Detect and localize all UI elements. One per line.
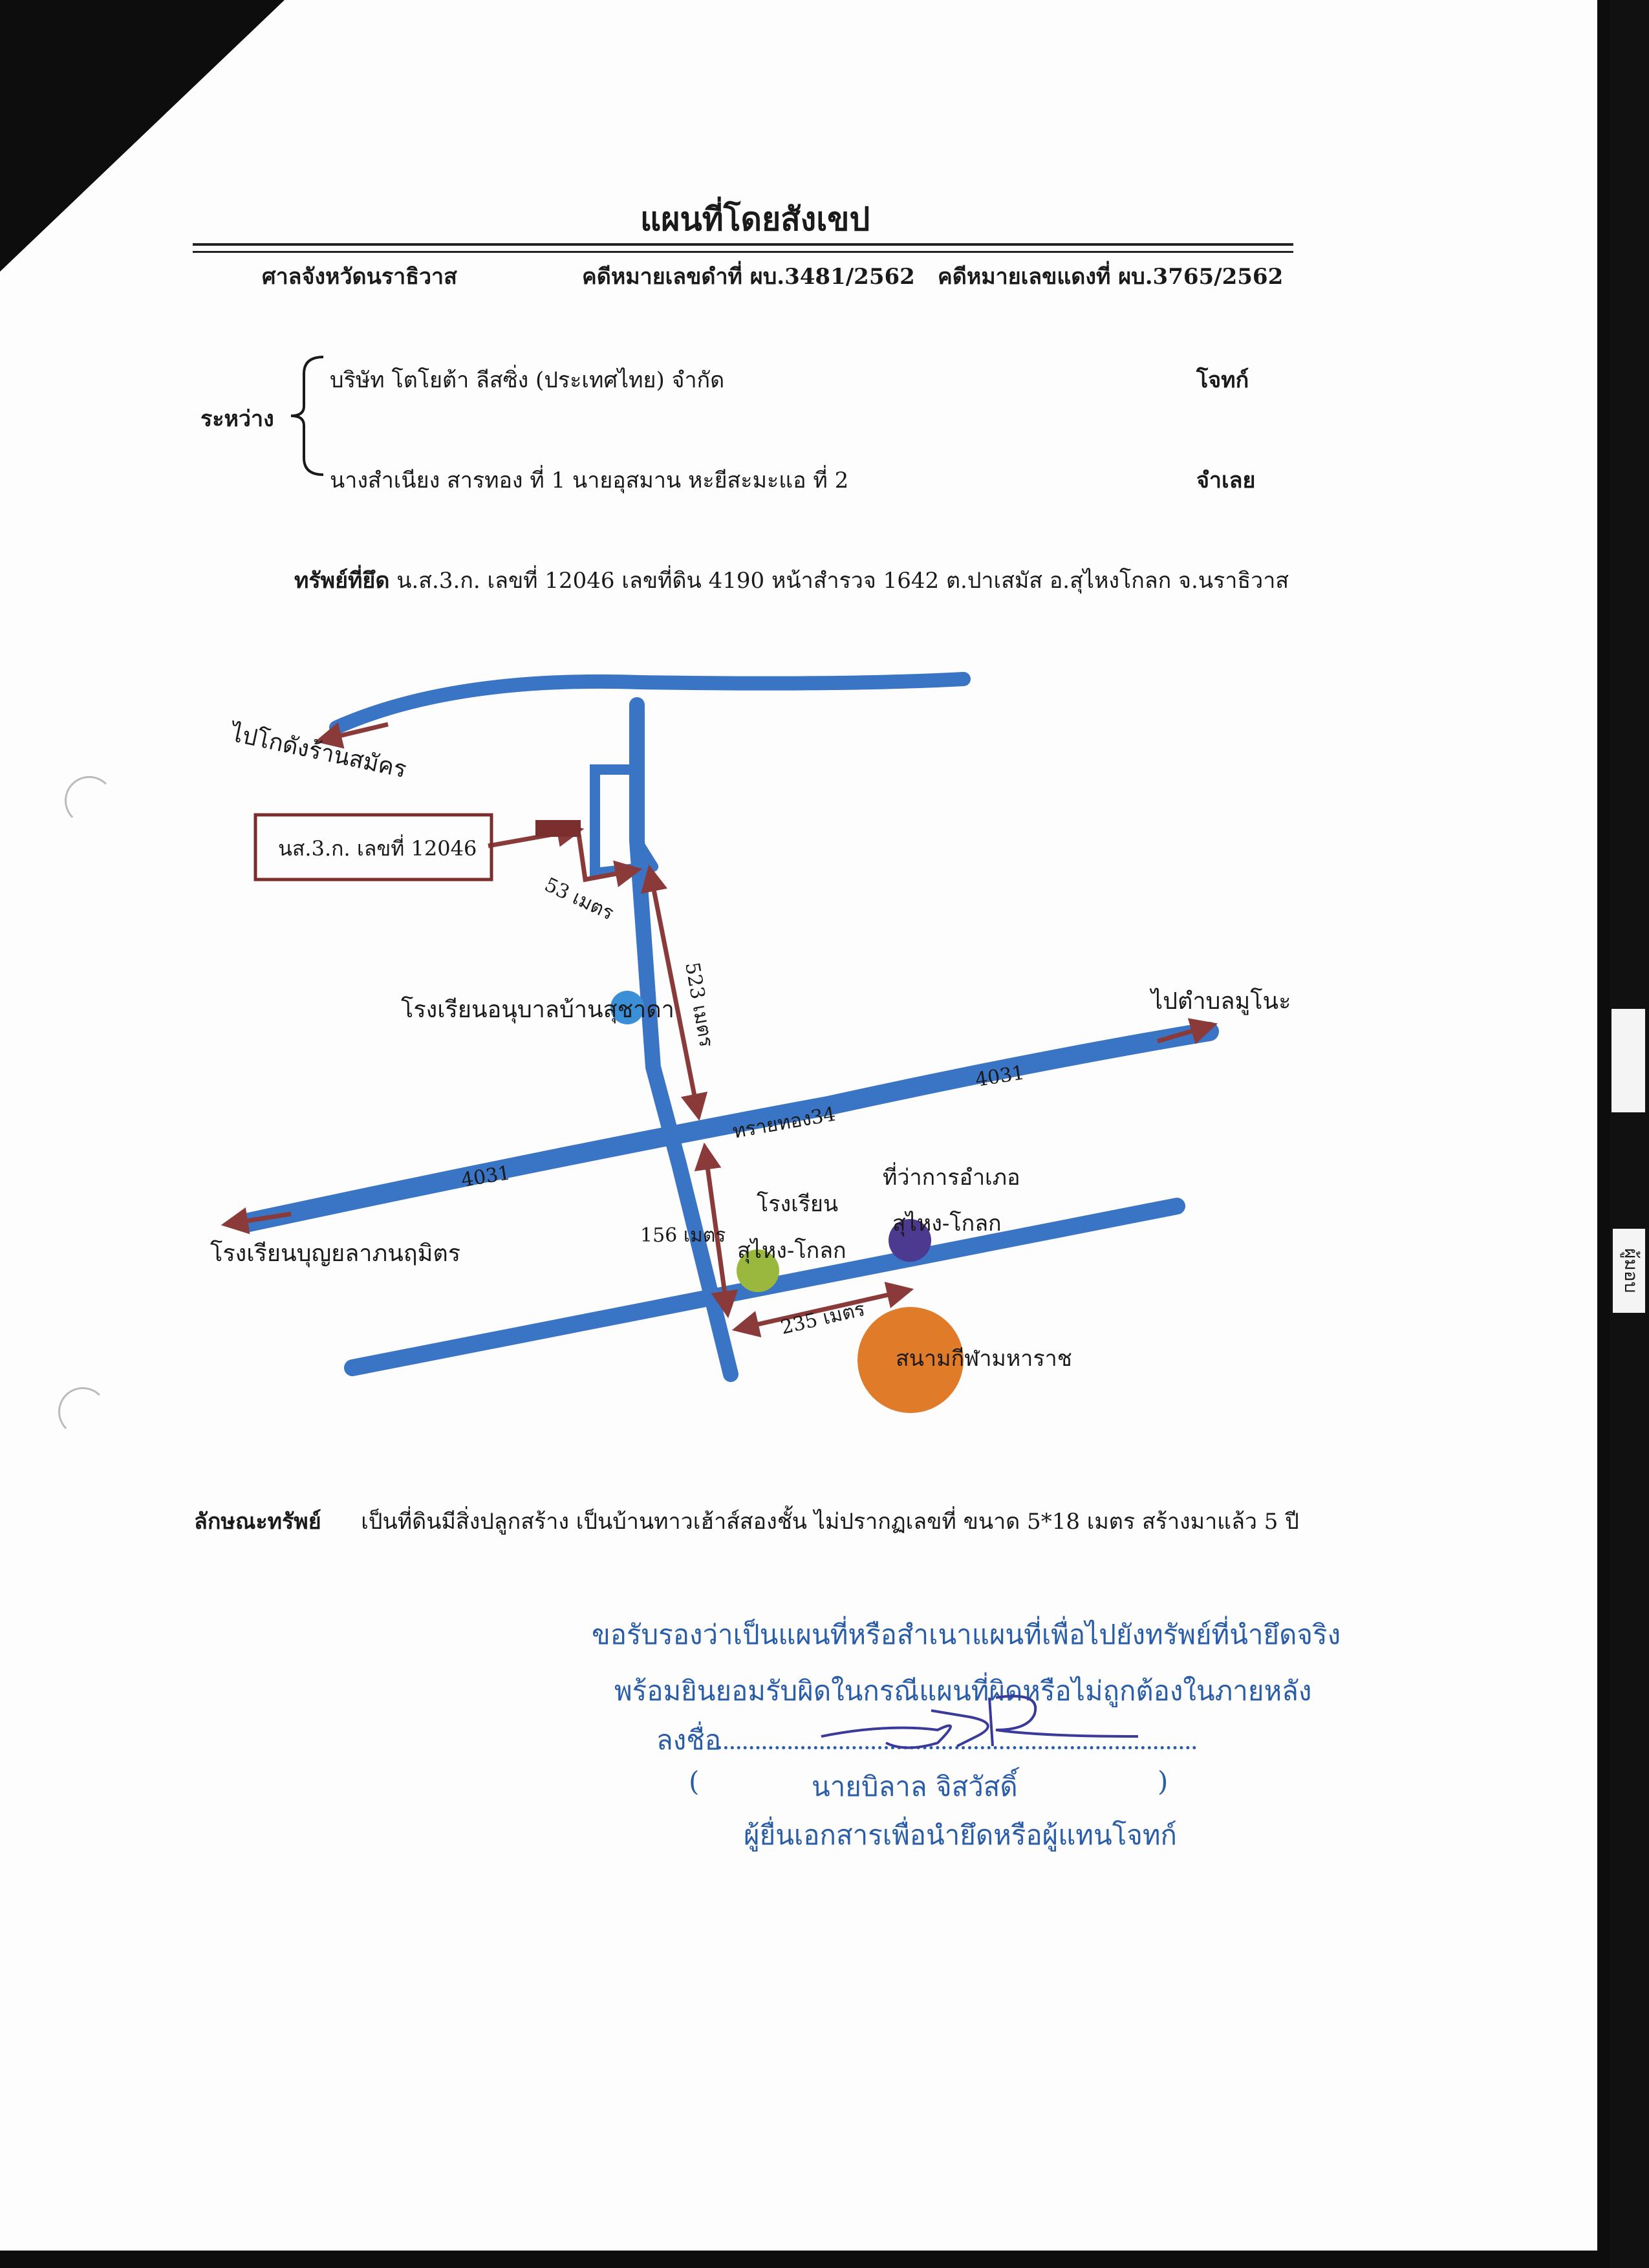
title-rule-2 (193, 251, 1293, 253)
defendant-role: จำเลย (1196, 468, 1256, 493)
label-district-office-2: สุไหง-โกลก (892, 1211, 1002, 1237)
arrow-to-school (221, 1207, 292, 1235)
location-map: นส.3.ก. เลขที่ 12046 ไปโกดังร้านสมัคร 53… (210, 672, 1291, 1413)
title-rule (193, 243, 1293, 246)
court-name: ศาลจังหวัดนราธิวาส (262, 264, 457, 290)
road-4031 (239, 1022, 1219, 1232)
signature (821, 1694, 1139, 1749)
label-523m: 523 เมตร (680, 960, 717, 1048)
scanner-edge (1610, 0, 1649, 2268)
label-school-2: สุไหง-โกลก (737, 1238, 846, 1264)
punch-hole-top (65, 776, 114, 825)
signer-name: นายบิลาล จิสวัสดิ์ (812, 1771, 1018, 1802)
black-case-number: คดีหมายเลขดำที่ ผบ.3481/2562 (582, 264, 915, 290)
top-road (329, 672, 971, 735)
punch-hole-bottom (58, 1387, 107, 1436)
stadium-marker (857, 1307, 964, 1413)
signature-line (718, 1746, 1196, 1749)
district-office-marker (889, 1219, 931, 1262)
plaintiff-role: โจทก์ (1196, 367, 1249, 393)
label-53m: 53 เมตร (541, 874, 618, 925)
parcel-marker (535, 820, 581, 837)
description-text: เป็นที่ดินมีสิ่งปลูกสร้าง เป็นบ้านทาวเฮ้… (361, 1509, 1299, 1535)
property-label: ทรัพย์ที่ยึด (294, 568, 390, 594)
label-to-godown: ไปโกดังร้านสมัคร (226, 719, 409, 783)
label-4031-left: 4031 (460, 1161, 512, 1192)
signer-role: ผู้ยื่นเอกสารเพื่อนำยึดหรือผู้แทนโจทก์ (744, 1819, 1177, 1851)
kindergarten-marker (610, 991, 644, 1024)
arrow-53 (576, 834, 643, 887)
label-district-office-1: ที่ว่าการอำเภอ (883, 1162, 1020, 1191)
parcel-label: นส.3.ก. เลขที่ 12046 (278, 834, 477, 861)
arrow-to-munoh (1157, 1018, 1218, 1044)
arrow-523 (640, 864, 708, 1121)
label-to-school: โรงเรียนบุญยลาภนฤมิตร (210, 1240, 460, 1268)
side-tab-label: ผู้มอบ (1613, 1229, 1645, 1313)
paper-tab (1611, 1009, 1645, 1112)
arrow-156 (694, 1142, 738, 1319)
arrow-235 (731, 1281, 914, 1338)
document-page (0, 0, 1597, 2251)
school-marker (737, 1249, 779, 1292)
roads (239, 672, 1219, 1382)
label-235m: 235 เมตร (779, 1298, 867, 1339)
label-156m: 156 เมตร (640, 1224, 726, 1247)
cert-line-1: ขอรับรองว่าเป็นแผนที่หรือสำเนาแผนที่เพื่… (592, 1619, 1341, 1650)
label-stadium: สนามกีฬามหาราช (896, 1346, 1072, 1372)
label-school-1: โรงเรียน (757, 1191, 838, 1217)
property-text: น.ส.3.ก. เลขที่ 12046 เลขที่ดิน 4190 หน้… (396, 568, 1289, 594)
defendant-name: นางสำเนียง สารทอง ที่ 1 นายอุสมาน หะยีสะ… (330, 468, 849, 493)
name-close-paren: ) (1158, 1766, 1169, 1797)
cert-line-2: พร้อมยินยอมรับผิดในกรณีแผนที่ผิดหรือไม่ถ… (614, 1675, 1312, 1707)
brace (290, 356, 324, 476)
description-label: ลักษณะทรัพย์ (194, 1509, 321, 1535)
name-open-paren: ( (689, 1766, 700, 1797)
page-title: แผนที่โดยสังเขป (640, 200, 870, 238)
arrow-to-godown (314, 722, 389, 749)
sign-label: ลงชื่อ (656, 1724, 721, 1756)
label-to-munoh: ไปตำบลมูโนะ (1149, 988, 1291, 1015)
parcel-label-box (253, 813, 493, 881)
label-kindergarten: โรงเรียนอนุบาลบ้านสุชาดา (401, 996, 674, 1024)
red-case-number: คดีหมายเลขแดงที่ ผบ.3765/2562 (938, 264, 1284, 290)
plaintiff-name: บริษัท โตโยต้า ลีสซิ่ง (ประเทศไทย) จำกัด (330, 367, 725, 393)
between-label: ระหว่าง (200, 406, 274, 432)
